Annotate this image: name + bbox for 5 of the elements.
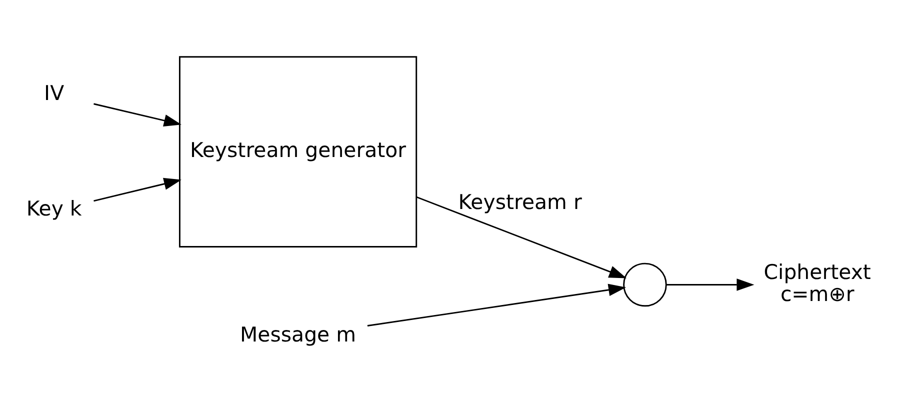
- node-text: IV: [44, 81, 64, 106]
- node-text: Key k: [26, 196, 82, 221]
- edge-label: Keystream r: [458, 190, 582, 214]
- node-text: Message m: [240, 322, 356, 346]
- node-text: Ciphertext c=m⊕r: [764, 260, 871, 306]
